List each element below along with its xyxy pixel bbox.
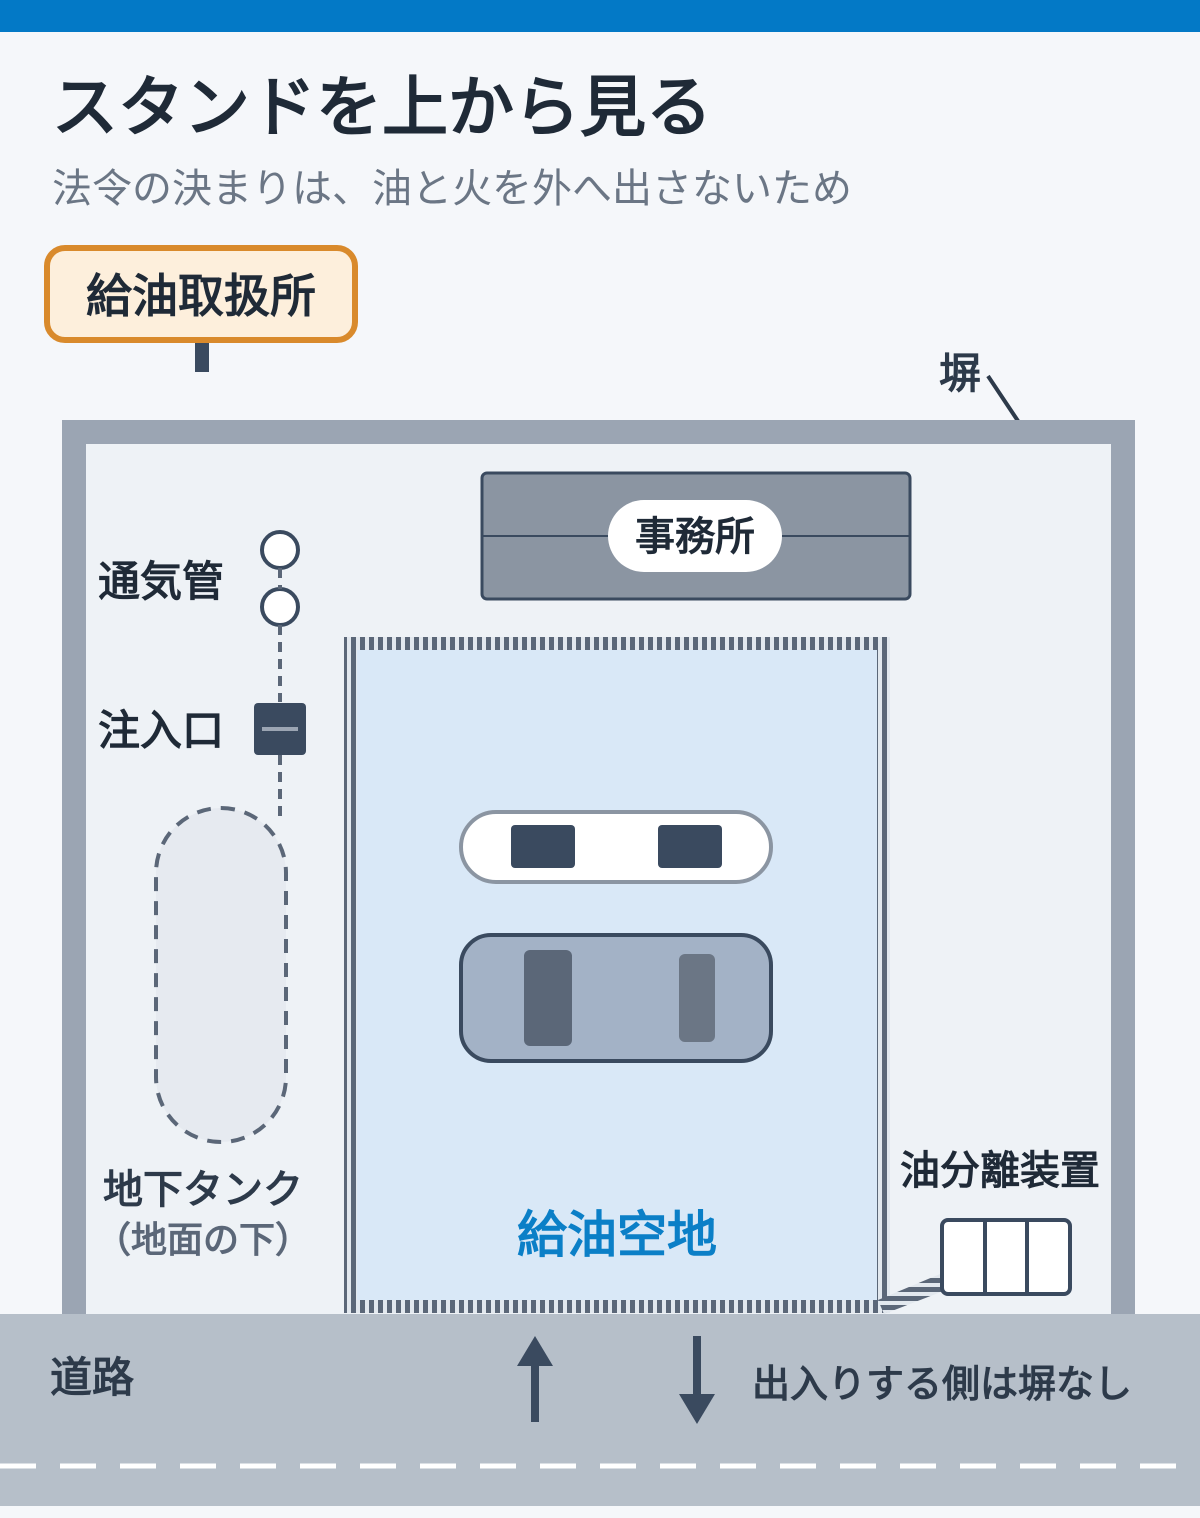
arrow-up-icon-head	[517, 1336, 553, 1366]
sign-label: 給油取扱所	[86, 269, 316, 323]
wall-label: 塀	[939, 349, 981, 398]
oil-separator-label: 油分離装置	[900, 1148, 1100, 1194]
office-label-pill	[608, 500, 782, 572]
car-windshield	[524, 950, 572, 1046]
separator-drain-channel	[878, 1274, 946, 1314]
office-label: 事務所	[635, 514, 755, 560]
vent-pipe-icon	[260, 587, 300, 627]
underground-tank-outline	[154, 806, 288, 1144]
page-title: スタンドを上から見る	[52, 69, 712, 146]
road	[0, 1314, 1200, 1506]
car-icon	[459, 933, 773, 1063]
wall-leader-line	[986, 374, 1022, 426]
sign-post	[195, 338, 209, 372]
tank-label: 地下タンク	[103, 1167, 303, 1213]
road-label: 道路	[50, 1353, 135, 1402]
top-bar	[0, 0, 1200, 32]
fuel-pump-icon	[511, 825, 575, 868]
refuel-area-label: 給油空地	[517, 1206, 717, 1264]
fuel-pump-icon	[658, 825, 722, 868]
vent-pipe-icon	[260, 530, 300, 570]
page-subtitle: 法令の決まりは、油と火を外へ出さないため	[52, 166, 852, 212]
tank-sublabel: （地面の下）	[95, 1220, 311, 1261]
pump-island	[459, 810, 773, 884]
car-rear-window	[679, 954, 715, 1042]
oil-separator-box	[940, 1218, 1072, 1296]
arrow-down-icon-head	[679, 1394, 715, 1424]
fill-port-label: 注入口	[98, 706, 224, 755]
sign-board	[44, 245, 358, 343]
no-wall-note: 出入りする側は塀なし	[752, 1362, 1132, 1406]
vent-pipe-label: 通気管	[98, 557, 224, 606]
